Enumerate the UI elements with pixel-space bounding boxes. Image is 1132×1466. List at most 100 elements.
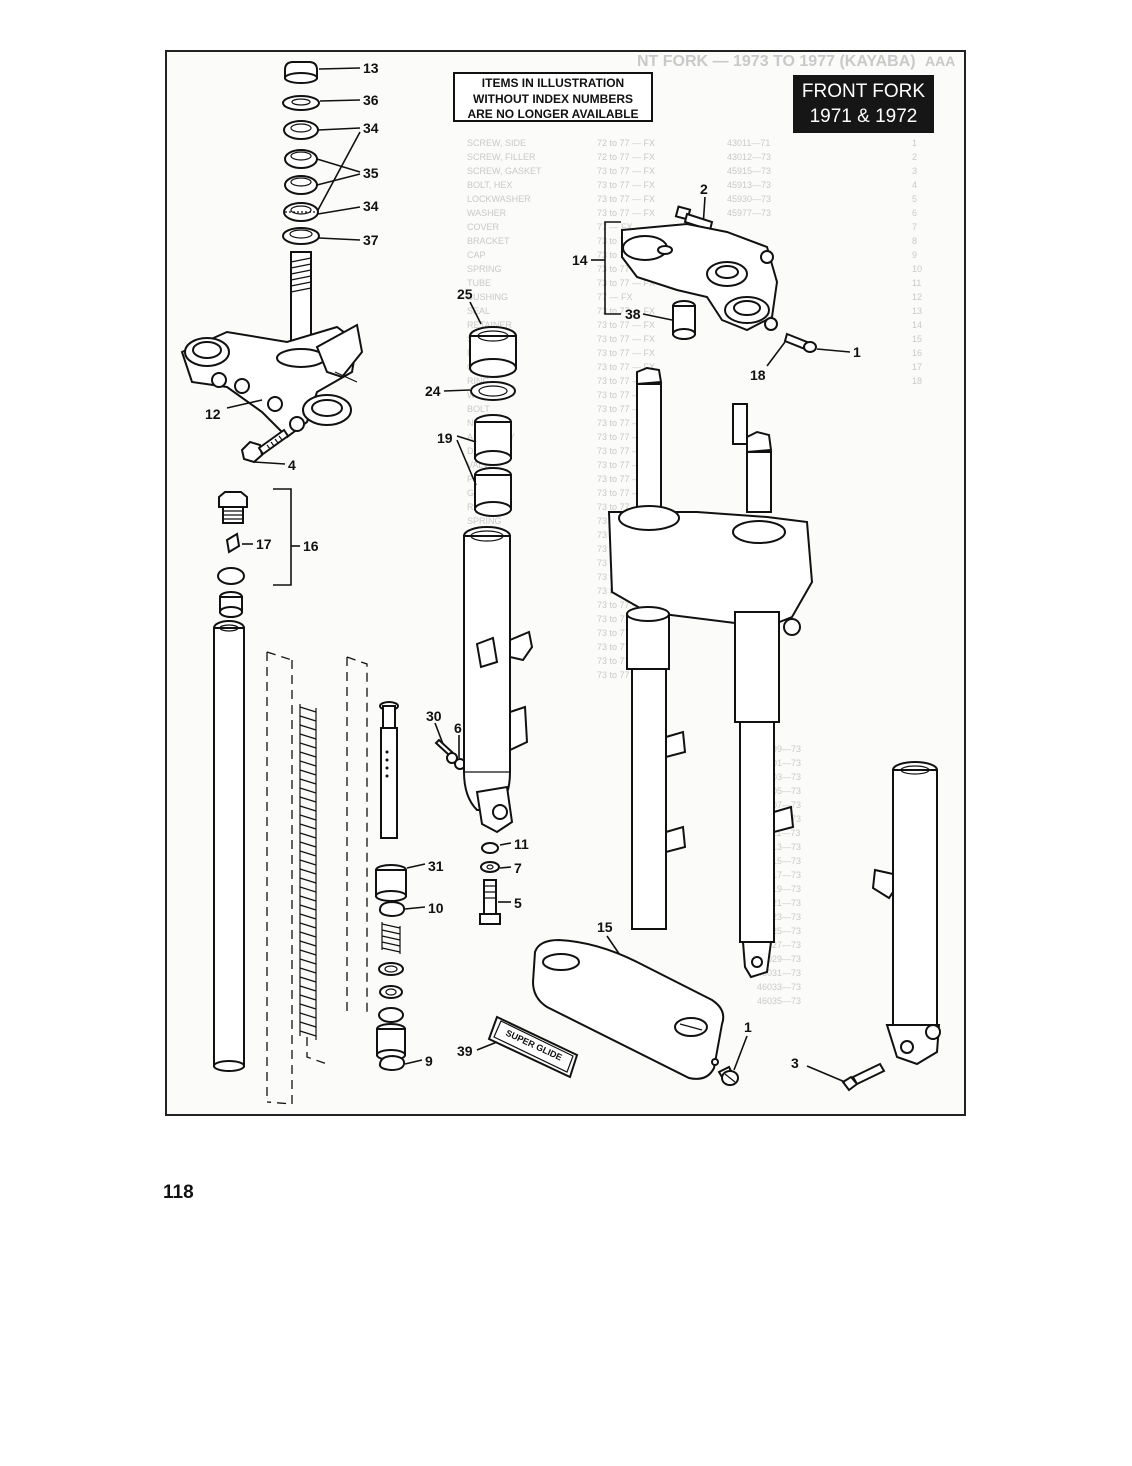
nut-part [219,591,243,618]
fork-slider-right [871,761,941,1066]
svg-text:11: 11 [912,278,921,288]
callout-15: 15 [597,919,613,935]
svg-text:46017—73: 46017—73 [757,870,801,880]
svg-text:WASHER: WASHER [467,208,507,218]
upper-bracket-part-14 [621,222,779,332]
bearing-part-34-upper [283,120,319,140]
callout-6: 6 [454,720,462,736]
bushing-part-19-upper [474,414,512,466]
bolt-part-4 [240,428,290,464]
svg-text:AAA: AAA [925,53,955,69]
svg-text:73 to 77 — FX: 73 to 77 — FX [597,390,655,400]
svg-text:73 to 77 — FX: 73 to 77 — FX [597,362,655,372]
bearing-part-34-lower [283,202,319,222]
cap-part-13 [284,61,318,84]
damper-rod [379,701,399,839]
svg-text:8: 8 [912,236,917,246]
svg-text:13: 13 [912,306,922,316]
svg-text:73 to 77 — FX: 73 to 77 — FX [597,502,655,512]
svg-text:73 to 77 — FX: 73 to 77 — FX [597,348,655,358]
snap-ring-part-10 [378,900,406,918]
svg-text:46015—73: 46015—73 [757,856,801,866]
svg-text:46031—73: 46031—73 [757,968,801,978]
svg-text:9: 9 [912,250,917,260]
callout-7: 7 [514,860,522,876]
screw-part-18 [783,332,817,353]
svg-text:7: 7 [912,222,917,232]
svg-text:43012—73: 43012—73 [727,152,771,162]
callout-18: 18 [750,367,766,383]
svg-text:46029—73: 46029—73 [757,954,801,964]
svg-text:46005—73: 46005—73 [757,786,801,796]
svg-text:73 to 77 — FX: 73 to 77 — FX [597,670,655,680]
model-badge: FRONT FORK 1971 & 1972 [793,75,934,133]
callout-35: 35 [363,165,379,181]
cone-part-35-upper [284,149,318,169]
super-glide-emblem-part-39: SUPER GLIDE [487,1015,579,1079]
svg-text:6: 6 [912,208,917,218]
svg-text:BOLT, HEX: BOLT, HEX [467,180,512,190]
svg-text:4: 4 [912,180,917,190]
callout-1-top: 1 [853,344,861,360]
callout-1-bottom: 1 [744,1019,752,1035]
o-ring [217,567,245,585]
svg-text:SCREW, GASKET: SCREW, GASKET [467,166,542,176]
svg-text:RING: RING [467,376,490,386]
svg-text:43011—71: 43011—71 [727,138,770,148]
svg-text:SPRING: SPRING [467,264,502,274]
race-part-36 [282,95,320,111]
seal-part-37 [282,227,320,245]
valve-part-17 [225,532,241,554]
bolt-part-3 [841,1062,886,1092]
svg-text:73 to 77 — FX: 73 to 77 — FX [597,264,655,274]
svg-text:73 to 77 — FX: 73 to 77 — FX [597,404,655,414]
callout-9: 9 [425,1053,433,1069]
callout-38: 38 [625,306,641,322]
svg-text:VALVE: VALVE [467,460,495,470]
svg-text:46001—73: 46001—73 [757,758,801,768]
svg-text:45915—73: 45915—73 [727,166,771,176]
fork-tube [213,620,245,1072]
svg-text:3: 3 [912,166,917,176]
svg-text:46021—73: 46021—73 [757,898,801,908]
callout-25: 25 [457,286,473,302]
washer-part-7 [480,861,500,873]
callout-5: 5 [514,895,522,911]
bushing-part-38 [672,300,696,340]
fork-slider-left [463,526,534,834]
exploded-view-illustration: 13 36 34 35 34 37 12 [180,60,941,1105]
svg-text:46019—73: 46019—73 [757,884,801,894]
callout-3: 3 [791,1055,799,1071]
callout-10: 10 [428,900,444,916]
callout-30: 30 [426,708,442,724]
availability-note: ITEMS IN ILLUSTRATION WITHOUT INDEX NUMB… [453,72,653,122]
bushing-part-25 [469,326,517,378]
svg-text:72 to 77 — FX: 72 to 77 — FX [597,138,655,148]
svg-text:46025—73: 46025—73 [757,926,801,936]
callout-16: 16 [303,538,319,554]
svg-text:73 to 77 — FX: 73 to 77 — FX [597,194,655,204]
svg-text:73 to 77 — FX: 73 to 77 — FX [597,488,655,498]
svg-text:10: 10 [912,264,922,274]
callout-34-upper: 34 [363,120,379,136]
note-line-3: ARE NO LONGER AVAILABLE [467,107,639,121]
fork-brace-part-15 [531,938,725,1080]
svg-text:73 to 77 — FX: 73 to 77 — FX [597,600,655,610]
callout-39: 39 [457,1043,473,1059]
svg-text:BOLT: BOLT [467,404,490,414]
page-number: 118 [163,1182,194,1203]
lower-bracket-part-12 [180,251,364,439]
svg-text:73 to 77 — FX: 73 to 77 — FX [597,474,655,484]
callout-14: 14 [572,252,588,268]
cone-part-35-lower [284,175,318,195]
svg-text:77 — FX: 77 — FX [597,292,633,302]
svg-text:46023—73: 46023—73 [757,912,801,922]
callout-31: 31 [428,858,444,874]
bushing-part-19-lower [474,467,512,517]
svg-text:17: 17 [912,362,922,372]
screw-part-30 [434,738,466,770]
svg-text:46011—73: 46011—73 [757,828,800,838]
svg-text:BRACKET: BRACKET [467,236,510,246]
svg-text:LOCKWASHER: LOCKWASHER [467,194,531,204]
svg-text:COVER: COVER [467,222,500,232]
